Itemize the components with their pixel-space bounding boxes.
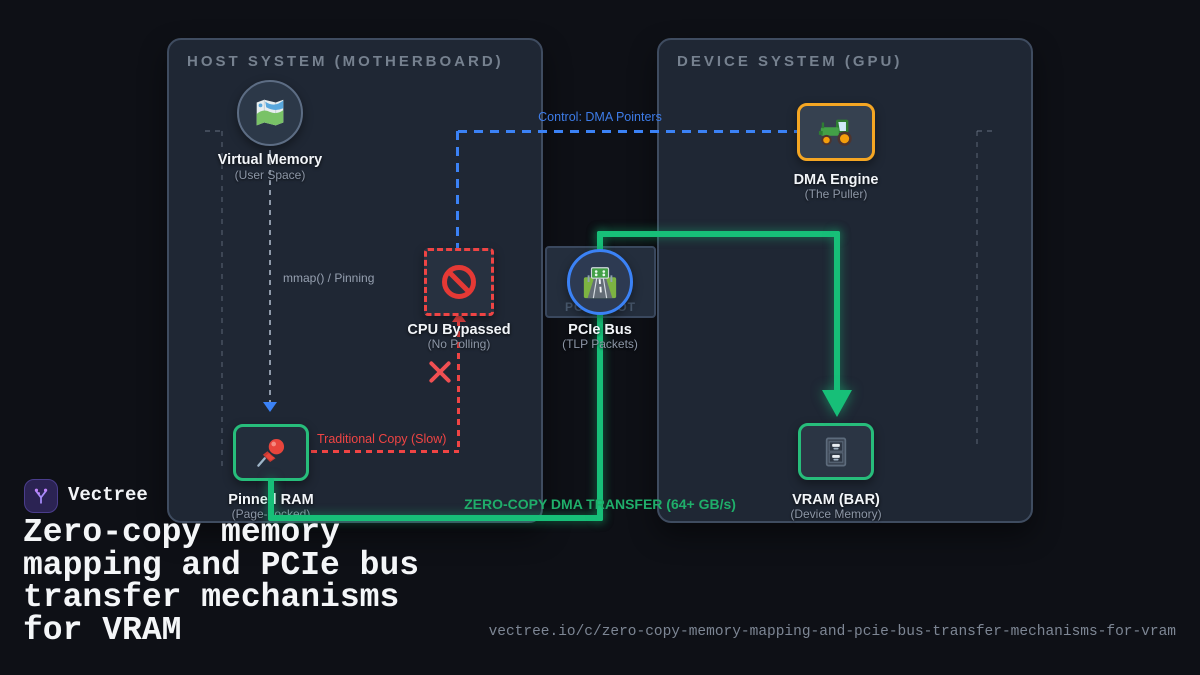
control-edge-horizontal — [458, 130, 797, 133]
pcie-bus-label: PCIe Bus — [568, 322, 632, 338]
zero-copy-pipe-seg2 — [268, 515, 603, 521]
vectree-logo — [24, 479, 58, 513]
host-panel-title: HOST SYSTEM (MOTHERBOARD) — [187, 53, 504, 70]
cabinet-icon — [825, 437, 847, 466]
vram-label: VRAM (BAR) — [792, 492, 880, 508]
no-entry-icon — [442, 265, 476, 299]
vram-sublabel: (Device Memory) — [790, 507, 882, 521]
virtual-memory-sublabel: (User Space) — [234, 168, 306, 182]
motorway-icon — [583, 267, 617, 299]
brand-name: Vectree — [68, 484, 148, 506]
pcie-bus-sublabel: (TLP Packets) — [562, 337, 638, 351]
cpu-bypassed-label: CPU Bypassed — [407, 322, 511, 338]
title-line-4: for VRAM — [23, 611, 182, 649]
mmap-arrow-down-icon — [263, 402, 277, 412]
traditional-edge-vertical — [457, 320, 460, 452]
node-pcie-bus — [567, 249, 633, 315]
cross-mark-icon — [427, 359, 453, 390]
page-title: Zero-copy memory mapping and PCIe bus tr… — [23, 514, 683, 649]
node-pinned-ram — [233, 424, 309, 481]
zero-copy-arrow-down-icon — [822, 390, 852, 417]
traditional-arrow-up-icon — [452, 312, 466, 322]
decor-dash-right-horizontal — [977, 130, 997, 132]
pushpin-icon — [257, 438, 285, 467]
mmap-edge-label: mmap() / Pinning — [283, 271, 375, 285]
zero-copy-pipe-seg3 — [597, 231, 603, 521]
cpu-bypassed-sublabel: (No Polling) — [427, 337, 491, 351]
decor-dash-right-vertical — [976, 131, 978, 446]
vectree-branch-icon — [34, 488, 48, 504]
tractor-icon — [818, 119, 852, 146]
footer-url: vectree.io/c/zero-copy-memory-mapping-an… — [488, 624, 1176, 640]
zero-copy-pipe-seg1 — [268, 478, 274, 518]
map-icon — [256, 99, 284, 126]
traditional-edge-horizontal — [311, 450, 459, 453]
dma-engine-sublabel: (The Puller) — [804, 187, 868, 201]
node-dma-engine — [797, 103, 875, 161]
zero-copy-edge-label: ZERO-COPY DMA TRANSFER (64+ GB/s) — [464, 496, 736, 512]
node-virtual-memory — [237, 80, 303, 146]
node-vram — [798, 423, 874, 480]
title-line-2: mapping and PCIe bus — [23, 546, 420, 584]
virtual-memory-label: Virtual Memory — [217, 152, 323, 168]
decor-dash-left-horizontal — [205, 130, 223, 132]
device-panel-title: DEVICE SYSTEM (GPU) — [677, 53, 903, 70]
decor-dash-left-vertical — [221, 131, 223, 471]
mmap-edge-vertical — [269, 150, 271, 402]
dma-engine-label: DMA Engine — [793, 172, 879, 188]
node-cpu-bypassed — [424, 248, 494, 316]
title-line-3: transfer mechanisms — [23, 579, 400, 616]
zero-copy-pipe-seg4 — [597, 231, 840, 237]
zero-copy-pipe-seg5 — [834, 231, 840, 392]
control-edge-label: Control: DMA Pointers — [538, 110, 662, 124]
traditional-edge-label: Traditional Copy (Slow) — [317, 432, 447, 446]
control-edge-vertical — [456, 131, 459, 248]
title-line-1: Zero-copy memory — [23, 514, 340, 551]
